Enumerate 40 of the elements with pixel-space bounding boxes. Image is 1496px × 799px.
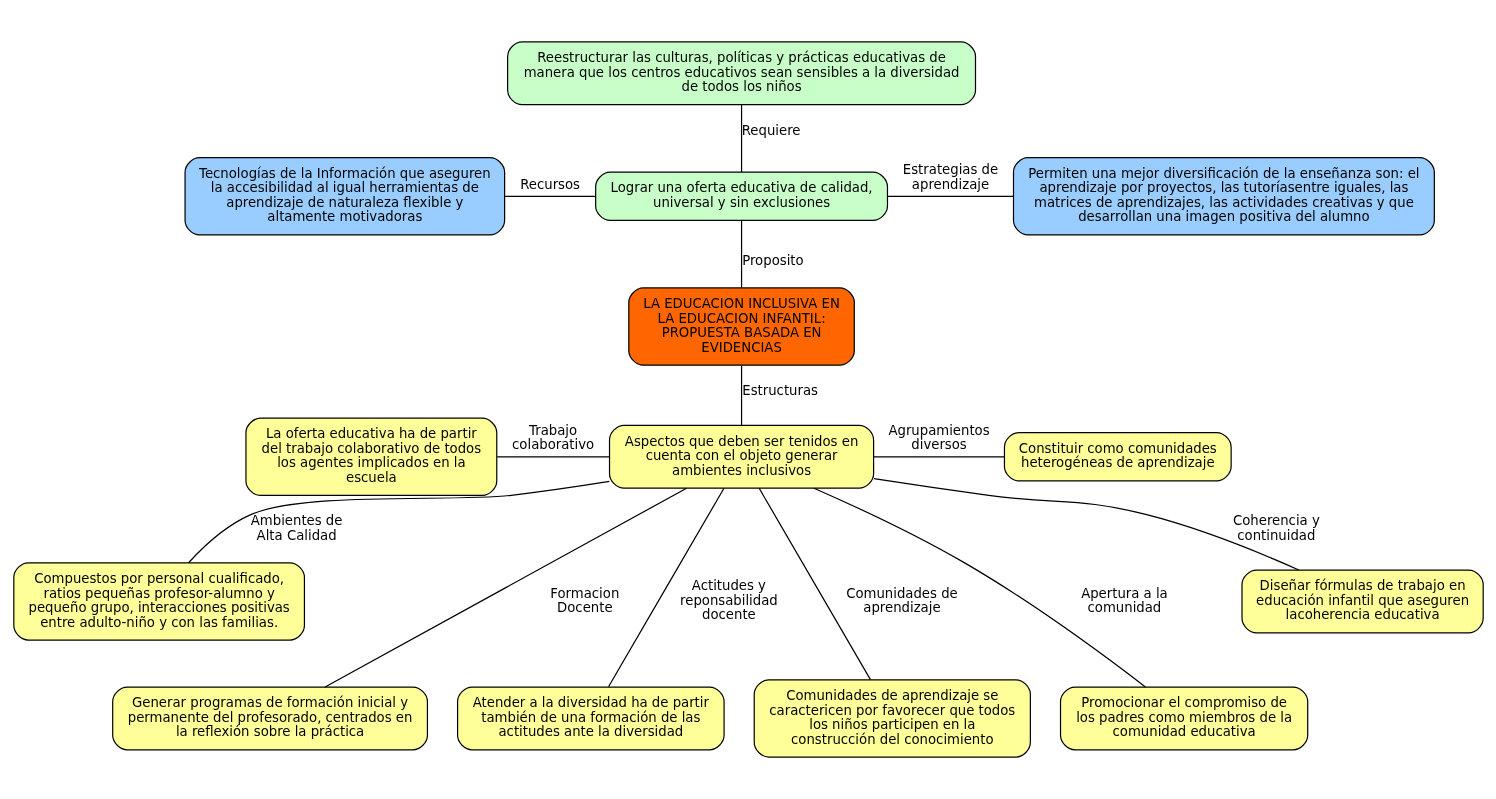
edge-label: Formacion Docente bbox=[549, 585, 619, 616]
edge-label: Actitudes y reponsabilidad docente bbox=[679, 578, 778, 623]
connector bbox=[607, 487, 725, 688]
connector bbox=[324, 487, 687, 688]
node-box: Aspectos que deben ser tenidos en cuenta con el objeto generar ambientes inclusivos bbox=[608, 424, 874, 489]
edge-label: Apertura a la comunidad bbox=[1080, 585, 1168, 616]
node-box: Promocionar el compromiso de los padres como miembros de la comunidad educativa bbox=[1059, 686, 1308, 751]
node-box: Lograr una oferta educativa de calidad, universal y sin exclusiones bbox=[594, 171, 888, 222]
connector bbox=[503, 195, 596, 197]
node-box: Comunidades de aprendizaje se caractericen por favorecer que todos los niños participen en la construcción del conocimiento bbox=[753, 679, 1031, 758]
connector bbox=[187, 480, 610, 564]
node-box: Permiten una mejor diversificación de la enseñanza son: el aprendizaje por proyectos, las tutoríasentre iguales, las matrices de aprendizajes, las actividades creativas y que desarrollan una imagen positiva del alumno bbox=[1012, 157, 1435, 236]
edge-label: Recursos bbox=[519, 176, 580, 192]
node-box: Constituir como comunidades heterogéneas de aprendizaje bbox=[1003, 432, 1232, 482]
node-box: Generar programas de formación inicial y permanente del profesorado, centrados en la reflexión sobre la práctica bbox=[111, 686, 428, 751]
connector bbox=[886, 195, 1014, 197]
node-box: Compuestos por personal cualificado, ratios pequeñas profesor-alumno y pequeño grupo, interacciones positivas entre adulto-niño y con las familias. bbox=[12, 562, 305, 641]
edge-label: Comunidades de aprendizaje bbox=[845, 585, 958, 616]
edge-label: Estrategias de aprendizaje bbox=[902, 162, 998, 192]
connector bbox=[872, 456, 1005, 458]
connector bbox=[496, 456, 610, 458]
connector bbox=[740, 104, 742, 173]
node-box: LA EDUCACION INCLUSIVA EN LA EDUCACION INFANTIL: PROPUESTA BASADA EN EVIDENCIAS bbox=[627, 287, 855, 366]
connector bbox=[740, 220, 742, 289]
node-box: Tecnologías de la Información que aseguren la accesibilidad al igual herramientas de aprendizaje de naturaleza flexible y altamente motivadoras bbox=[183, 157, 505, 236]
node-box: Atender a la diversidad ha de partir también de una formación de las actitudes ante la diversidad bbox=[456, 686, 725, 751]
connector bbox=[740, 364, 742, 426]
edge-label: Trabajo colaborativo bbox=[511, 422, 594, 453]
connector bbox=[872, 478, 1299, 571]
edge-label: Requiere bbox=[741, 122, 800, 138]
node-box: La oferta educativa ha de partir del trabajo colaborativo de todos los agentes implicados en la escuela bbox=[244, 417, 497, 496]
edge-label: Agrupamientos diversos bbox=[887, 422, 990, 453]
edge-label: Proposito bbox=[741, 252, 804, 268]
connector bbox=[812, 487, 1146, 688]
edge-label: Coherencia y continuidad bbox=[1232, 513, 1320, 543]
edge-label: Estructuras bbox=[741, 383, 818, 399]
node-box: Diseñar fórmulas de trabajo en educación infantil que aseguren lacoherencia educativa bbox=[1240, 569, 1484, 634]
connector bbox=[758, 487, 871, 681]
node-box: Reestructurar las culturas, políticas y prácticas educativas de manera que los centros educativos sean sensibles a la diversidad de todos los niños bbox=[506, 41, 976, 106]
edge-label: Ambientes de Alta Calidad bbox=[250, 513, 342, 543]
